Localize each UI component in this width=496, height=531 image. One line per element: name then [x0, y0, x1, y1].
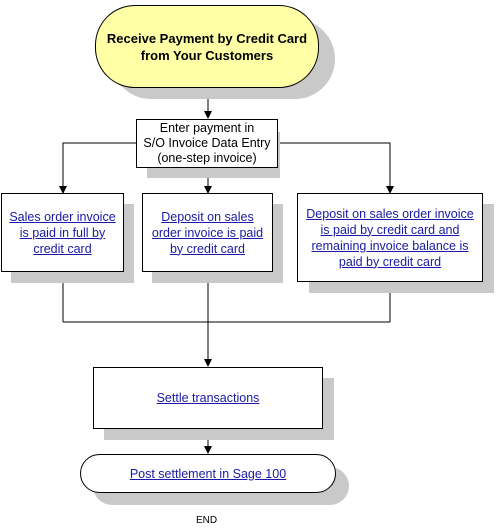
branch-2-line-1: Deposit on sales — [161, 209, 254, 224]
branch-3-line-2: is paid by credit card and — [320, 222, 460, 237]
branch-2-line-2: order invoice is paid — [151, 225, 264, 240]
settle-link[interactable]: Settle transactions — [156, 391, 260, 405]
entry-process-box: Enter payment in S/O Invoice Data Entry … — [136, 119, 278, 168]
branch-3-line-1: Deposit on sales order invoice — [306, 206, 474, 221]
branch-2-link[interactable]: Deposit on sales order invoice is paid b… — [152, 209, 263, 257]
post-terminator: Post settlement in Sage 100 — [80, 454, 336, 493]
settle-process-box: Settle transactions — [93, 367, 323, 429]
branch-2-box: Deposit on sales order invoice is paid b… — [142, 193, 273, 272]
end-label: END — [196, 515, 218, 526]
entry-line-3: (one-step invoice) — [157, 151, 257, 165]
branch-3-link[interactable]: Deposit on sales order invoice is paid b… — [306, 206, 473, 270]
start-terminator: Receive Payment by Credit Card from Your… — [95, 5, 319, 88]
connector-entry-left — [59, 142, 136, 194]
branch-1-line-3: credit card — [33, 241, 92, 256]
start-line-1: Receive Payment by Credit Card — [106, 30, 308, 46]
branch-1-line-2: is paid in full by — [19, 225, 106, 240]
branch-1-link[interactable]: Sales order invoice is paid in full by c… — [9, 209, 115, 257]
branch-1-line-1: Sales order invoice — [9, 209, 116, 224]
branch-3-line-4: paid by credit card — [338, 254, 442, 269]
entry-line-2: S/O Invoice Data Entry — [143, 136, 271, 150]
branch-1-box: Sales order invoice is paid in full by c… — [1, 193, 124, 272]
connector-entry-right — [278, 142, 394, 194]
start-line-2: from Your Customers — [140, 47, 274, 63]
branch-2-line-3: by credit card — [169, 241, 245, 256]
post-link[interactable]: Post settlement in Sage 100 — [129, 466, 287, 481]
entry-line-1: Enter payment in — [159, 121, 255, 135]
branch-3-line-3: remaining invoice balance is — [311, 238, 469, 253]
branch-3-box: Deposit on sales order invoice is paid b… — [297, 193, 483, 282]
